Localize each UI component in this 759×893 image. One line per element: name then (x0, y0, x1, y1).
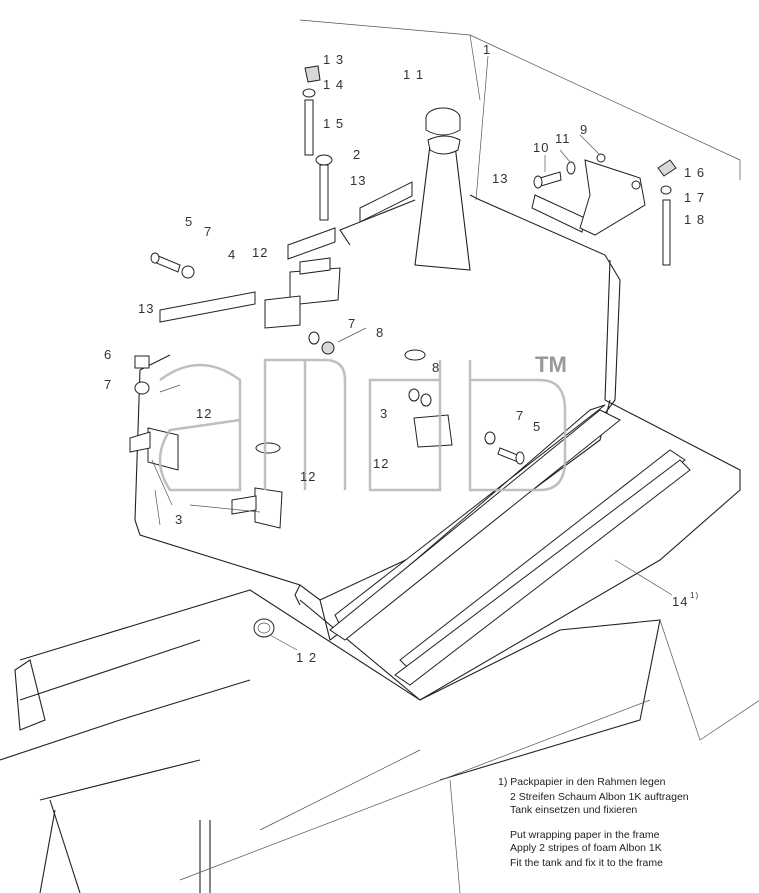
callout-14: 1 4 (323, 77, 344, 92)
callout-7b: 7 (348, 316, 356, 331)
callout-14-superscript: 1) (690, 591, 699, 600)
note-de-line-2: 2 Streifen Schaum Albon 1K auftragen (510, 791, 689, 803)
note-en-line-3: Fit the tank and fix it to the frame (510, 857, 663, 869)
callout-13a: 1 3 (323, 52, 344, 67)
callout-13c: 13 (492, 171, 508, 186)
bolt-10 (533, 161, 576, 189)
mount-brackets (129, 414, 453, 529)
callout-2: 2 (353, 147, 361, 162)
bolt-5-right (484, 431, 525, 465)
callout-3a: 3 (175, 512, 183, 527)
callout-3b: 3 (380, 406, 388, 421)
washers-center (255, 331, 432, 454)
callout-8a: 8 (376, 325, 384, 340)
callout-12c: 12 (300, 469, 316, 484)
watermark-tm: TM (535, 352, 567, 377)
callout-12a: 12 (252, 245, 268, 260)
callout-17: 1 7 (684, 190, 705, 205)
callout-15: 1 5 (323, 116, 344, 131)
frame-outline (299, 19, 741, 180)
bolt-2 (315, 154, 333, 221)
callout-5a: 5 (185, 214, 193, 229)
callout-10: 10 (533, 140, 549, 155)
frame-rails (0, 399, 759, 893)
bolt-6 (134, 355, 150, 395)
callout-12d: 12 (373, 456, 389, 471)
note-en-line-2: Apply 2 stripes of foam Albon 1K (510, 842, 662, 854)
callout-11a: 11 (555, 131, 571, 146)
note-en-line-1: Put wrapping paper in the frame (510, 829, 660, 841)
fuel-tank (134, 194, 621, 606)
callout-13d: 13 (138, 301, 154, 316)
note-de-line-1: 1) Packpapier in den Rahmen legen (498, 776, 666, 788)
leader-lines (151, 55, 673, 651)
callout-6: 6 (104, 347, 112, 362)
callout-12b: 12 (196, 406, 212, 421)
bolt-5-left (150, 252, 195, 279)
fitting-left (302, 65, 321, 156)
callout-9: 9 (580, 122, 588, 137)
callout-14-frame: 14 (672, 594, 688, 609)
callout-7c: 7 (104, 377, 112, 392)
callout-7a: 7 (204, 224, 212, 239)
filler-neck (414, 107, 471, 271)
callout-13b: 13 (350, 173, 366, 188)
instruction-notes: 1) Packpapier in den Rahmen legen 2 Stre… (498, 776, 689, 869)
bracket-left (264, 257, 341, 329)
bracket-right (579, 153, 646, 236)
callout-16: 1 6 (684, 165, 705, 180)
callout-12e: 1 2 (296, 650, 317, 665)
callout-18: 1 8 (684, 212, 705, 227)
callout-8b: 8 (432, 360, 440, 375)
note-de-line-3: Tank einsetzen und fixieren (510, 804, 637, 816)
grommet-12 (253, 618, 275, 638)
callout-7d: 7 (516, 408, 524, 423)
foam-strips (159, 181, 586, 323)
callout-1: 1 (483, 42, 491, 57)
callout-11b: 1 1 (403, 67, 424, 82)
callout-5b: 5 (533, 419, 541, 434)
callout-4: 4 (228, 247, 236, 262)
callout-labels: 1 2 3 3 4 5 5 6 7 7 7 7 8 8 9 10 11 1 1 … (104, 42, 705, 665)
watermark-logo: TM (158, 352, 567, 492)
fitting-right (657, 159, 677, 266)
